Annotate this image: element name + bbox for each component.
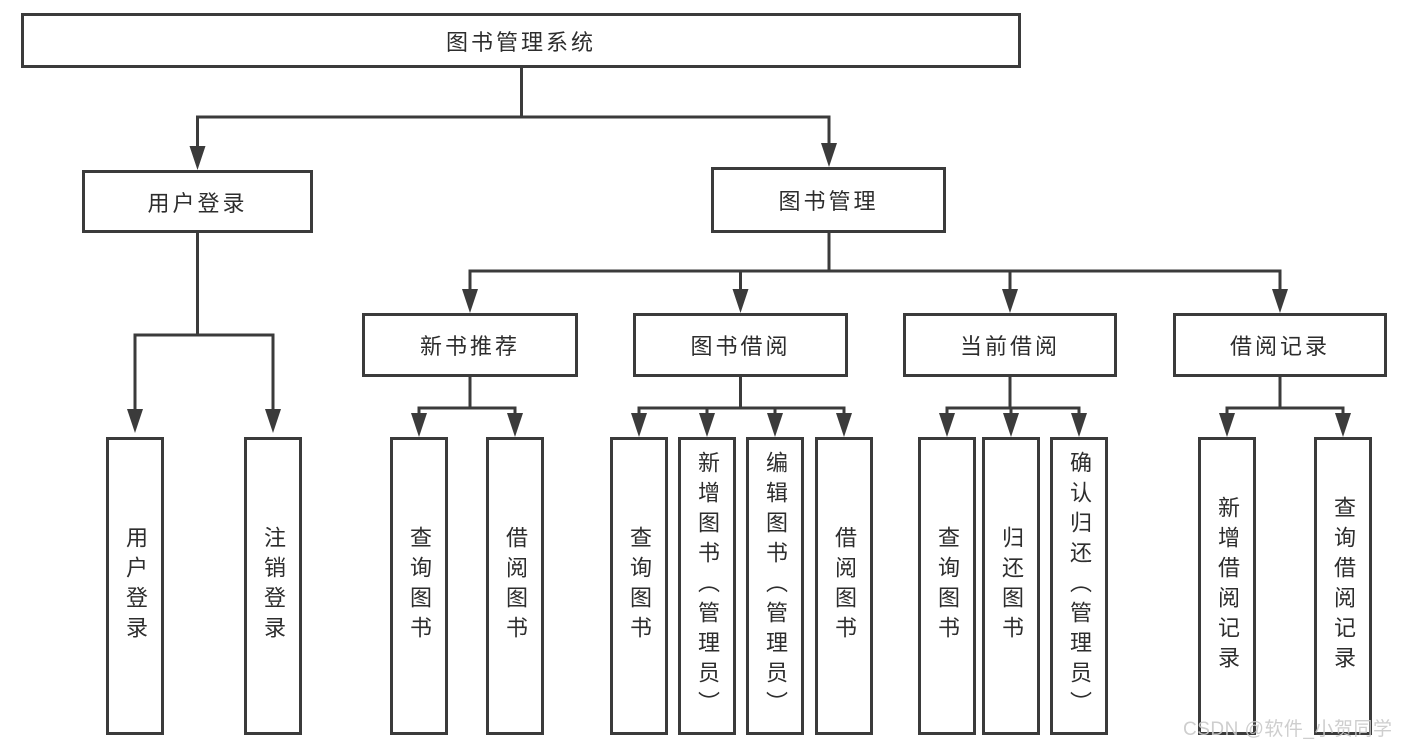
- csdn-watermark: CSDN @软件_小贺同学: [1183, 719, 1393, 740]
- leaf-borrow-book-recommend-label: 借阅图书: [503, 526, 528, 646]
- leaf-add-borrow-record-label: 新增借阅记录: [1215, 496, 1240, 676]
- leaf-query-book-recommend: 查询图书: [390, 437, 448, 735]
- leaf-confirm-return-admin-label: 确认归还（管理员）: [1067, 451, 1092, 721]
- node-user-login: 用户登录: [82, 170, 313, 233]
- leaf-edit-book-admin: 编辑图书（管理员）: [746, 437, 804, 735]
- leaf-logout-label: 注销登录: [261, 526, 286, 646]
- node-new-book-recommend: 新书推荐: [362, 313, 578, 377]
- leaf-return-book-label: 归还图书: [999, 526, 1024, 646]
- leaf-query-book-current-label: 查询图书: [935, 526, 960, 646]
- leaf-query-book-borrow-label: 查询图书: [627, 526, 652, 646]
- leaf-query-book-recommend-label: 查询图书: [407, 526, 432, 646]
- leaf-borrow-book-recommend: 借阅图书: [486, 437, 544, 735]
- leaf-edit-book-admin-label: 编辑图书（管理员）: [763, 451, 788, 721]
- node-borrow-records: 借阅记录: [1173, 313, 1387, 377]
- leaf-borrow-book-label: 借阅图书: [832, 526, 857, 646]
- leaf-return-book: 归还图书: [982, 437, 1040, 735]
- leaf-query-borrow-record: 查询借阅记录: [1314, 437, 1372, 735]
- leaf-borrow-book: 借阅图书: [815, 437, 873, 735]
- leaf-add-borrow-record: 新增借阅记录: [1198, 437, 1256, 735]
- node-book-borrow: 图书借阅: [633, 313, 848, 377]
- arrowhead-icons: [127, 143, 1351, 437]
- leaf-confirm-return-admin: 确认归还（管理员）: [1050, 437, 1108, 735]
- node-library-system: 图书管理系统: [21, 13, 1021, 68]
- leaf-add-book-admin-label: 新增图书（管理员）: [695, 451, 720, 721]
- node-current-borrow: 当前借阅: [903, 313, 1117, 377]
- leaf-query-borrow-record-label: 查询借阅记录: [1331, 496, 1356, 676]
- leaf-user-login: 用户登录: [106, 437, 164, 735]
- leaf-logout: 注销登录: [244, 437, 302, 735]
- leaf-add-book-admin: 新增图书（管理员）: [678, 437, 736, 735]
- node-book-management: 图书管理: [711, 167, 946, 233]
- leaf-query-book-borrow: 查询图书: [610, 437, 668, 735]
- leaf-user-login-label: 用户登录: [123, 526, 148, 646]
- leaf-query-book-current: 查询图书: [918, 437, 976, 735]
